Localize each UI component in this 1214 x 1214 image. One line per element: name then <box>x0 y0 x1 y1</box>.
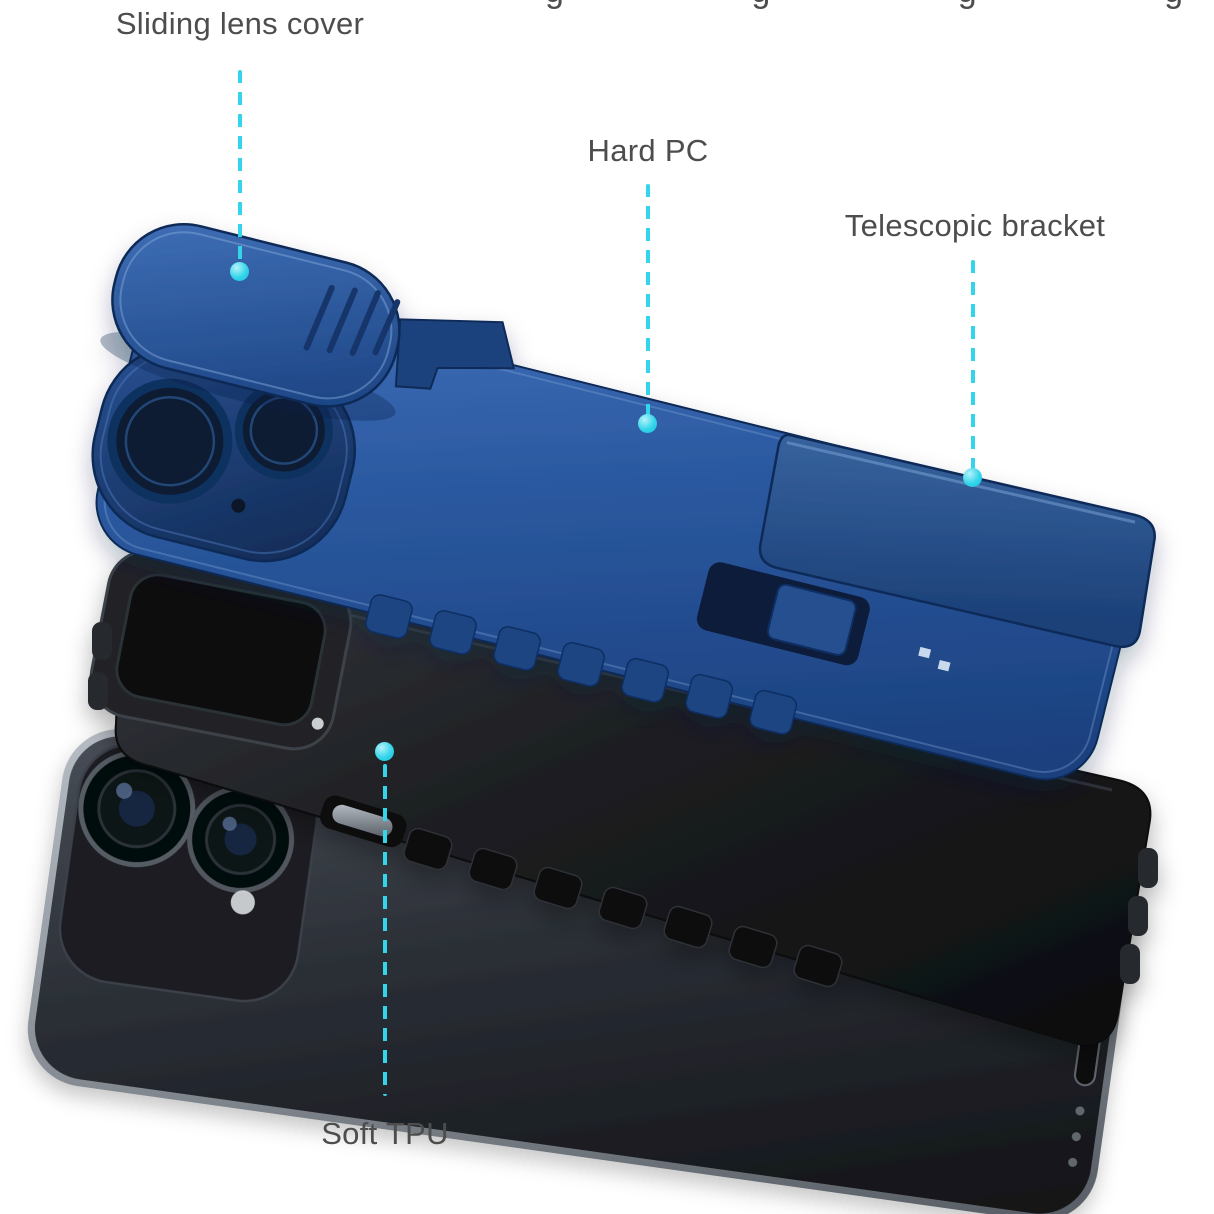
black-case-graphic <box>88 549 1158 1046</box>
flash-window <box>311 717 324 730</box>
vent-hole <box>918 646 932 659</box>
kickstand-graphic <box>696 433 1156 672</box>
callout-line-hard-pc <box>646 184 650 416</box>
black-case-grip-teeth <box>403 827 843 988</box>
cover-plate <box>111 222 401 408</box>
cover-grip-lines <box>303 284 401 356</box>
kickstand-flap-highlight <box>786 441 1136 524</box>
callout-label-soft-tpu: Soft TPU <box>321 1116 449 1151</box>
callout-line-soft-tpu <box>383 764 387 1096</box>
camera-lens-1-glint <box>116 782 133 799</box>
callout-line-sliding-lens-cover <box>238 70 242 264</box>
callout-dot-telescopic-bracket <box>963 468 982 487</box>
callout-dot-hard-pc <box>638 414 657 433</box>
camera-opening-hole <box>115 573 327 727</box>
mic-hole <box>231 498 246 513</box>
callout-label-hard-pc: Hard PC <box>587 133 709 168</box>
callout-dot-sliding-lens-cover <box>230 262 249 281</box>
button-pill <box>332 804 393 837</box>
slide-rail <box>394 318 516 390</box>
kickstand-leg <box>766 583 857 656</box>
vent-hole <box>937 659 951 672</box>
camera-lens-2-glint <box>222 816 237 831</box>
cropped-top-text: g g g g <box>545 0 1210 13</box>
sliding-lens-cover-graphic <box>111 222 401 408</box>
camera-lens-1-iris <box>118 790 155 827</box>
speaker-hole <box>1075 1106 1085 1116</box>
kickstand-flap <box>758 433 1156 649</box>
callout-dot-soft-tpu <box>375 742 394 761</box>
black-case-bumper-ridges <box>88 622 1158 984</box>
speaker-hole <box>1071 1132 1081 1142</box>
callout-line-telescopic-bracket <box>971 260 975 470</box>
callout-label-telescopic-bracket: Telescopic bracket <box>844 208 1106 243</box>
speaker-hole <box>1068 1157 1078 1167</box>
camera-hole-1-ring <box>124 395 216 487</box>
camera-hole-1 <box>107 378 233 504</box>
blue-case-graphic <box>91 222 1156 781</box>
cover-highlight <box>119 231 393 400</box>
camera-lens-2-iris <box>224 823 257 856</box>
blue-case-grip-teeth <box>365 594 798 735</box>
callout-label-sliding-lens-cover: Sliding lens cover <box>115 6 365 41</box>
phone-camera-module <box>58 742 319 1003</box>
cropped-top-text-glyphs: g g g g <box>545 0 1210 11</box>
camera-flash <box>230 890 255 915</box>
